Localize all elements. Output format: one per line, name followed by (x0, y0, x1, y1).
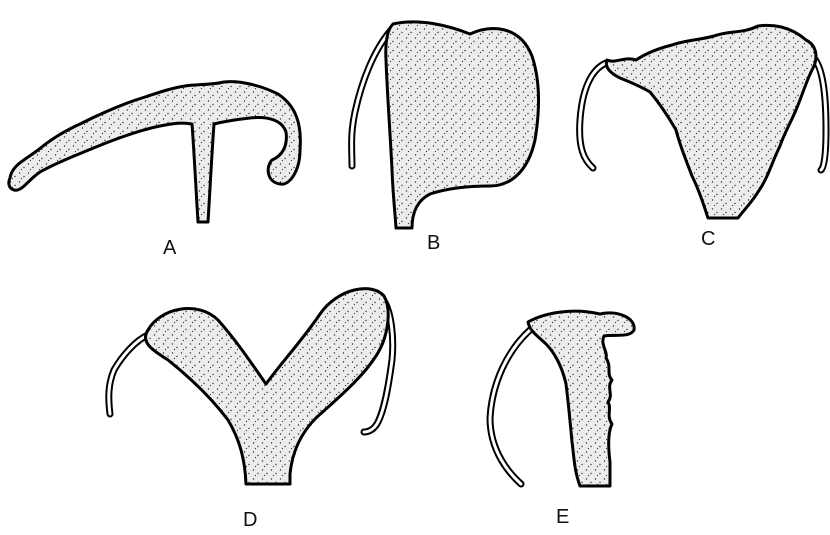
panel-label-d: D (243, 510, 257, 530)
panel-label-a: A (163, 238, 176, 258)
panel-b-shape (352, 22, 539, 228)
panel-label-b: B (427, 233, 440, 253)
panel-label-c: C (701, 229, 715, 249)
panel-a-shape (9, 82, 301, 222)
panel-e-shape (490, 311, 634, 486)
panel-d-shape (109, 289, 393, 484)
panel-c-shape (580, 25, 826, 218)
panel-label-e: E (556, 507, 569, 527)
